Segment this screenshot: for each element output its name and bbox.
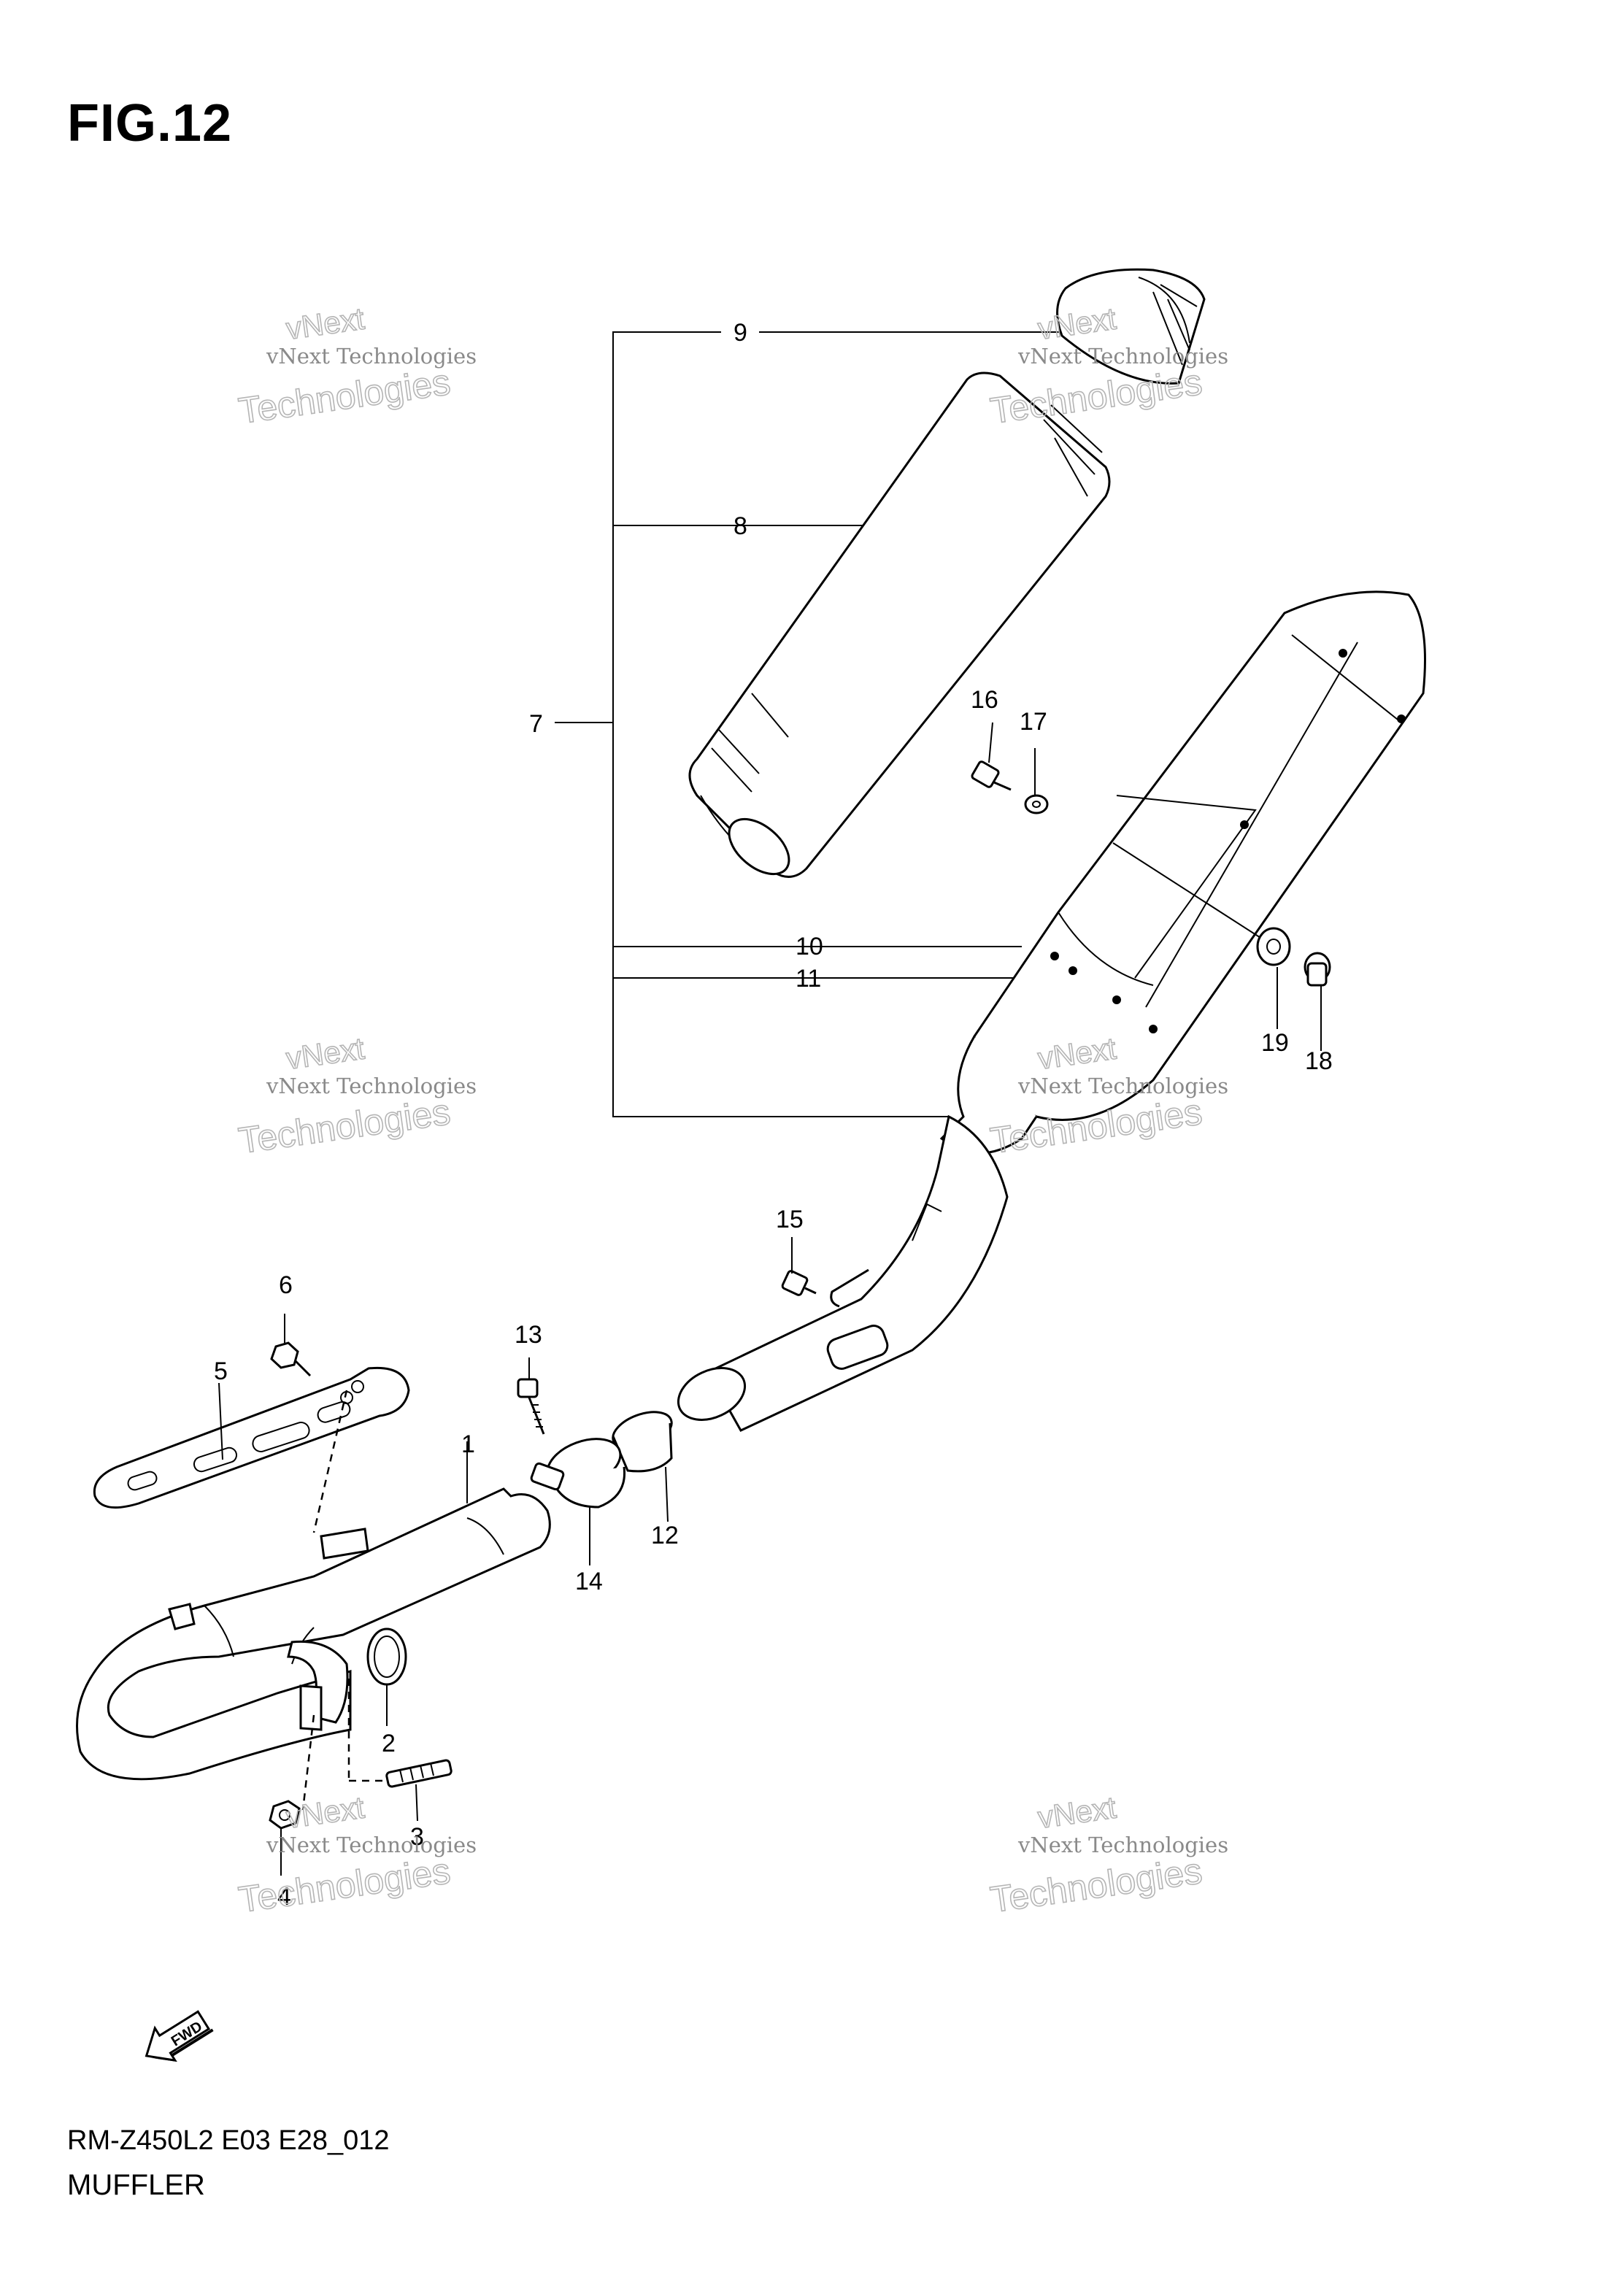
watermark-bottom-left: vNext Technologies vNext Technologies	[236, 1790, 477, 1921]
callout-19: 19	[1261, 1029, 1289, 1057]
callout-12: 12	[651, 1522, 679, 1549]
part-5-heat-shield	[93, 1366, 410, 1509]
leader-lines	[218, 722, 1322, 1876]
part-8-muffler-sleeve	[688, 371, 1111, 878]
part-12-gasket	[612, 1411, 673, 1473]
part-6-bolt	[270, 1341, 312, 1377]
callout-16: 16	[971, 686, 998, 714]
svg-text:vNext: vNext	[284, 301, 366, 347]
callout-1: 1	[461, 1430, 475, 1458]
mid-pipe	[677, 1114, 1009, 1432]
callout-15: 15	[776, 1206, 804, 1233]
callout-18: 18	[1305, 1047, 1333, 1075]
callout-13: 13	[515, 1321, 542, 1349]
callout-8: 8	[734, 512, 747, 540]
part-1-exhaust-pipe	[76, 1487, 551, 1781]
svg-text:vNext Technologies: vNext Technologies	[266, 1074, 477, 1098]
callout-14: 14	[575, 1568, 603, 1595]
part-14-clamp	[530, 1438, 626, 1509]
callout-10: 10	[796, 933, 823, 960]
svg-text:Technologies: Technologies	[236, 1091, 453, 1161]
figure-title: FIG.12	[67, 94, 233, 153]
part-19-grommet	[1256, 927, 1291, 966]
callout-7: 7	[529, 710, 543, 738]
part-15-bolt	[781, 1270, 817, 1296]
svg-text:Technologies: Technologies	[988, 1850, 1205, 1920]
assembly-bracket-7	[555, 331, 1095, 1117]
callout-5: 5	[214, 1357, 228, 1385]
fwd-direction-arrow: FWD	[145, 2010, 214, 2062]
model-code: RM-Z450L2 E03 E28_012	[67, 2125, 390, 2156]
svg-text:vNext Technologies: vNext Technologies	[1017, 1833, 1228, 1857]
svg-text:Technologies: Technologies	[236, 361, 453, 431]
watermark-mid-left: vNext Technologies vNext Technologies	[236, 1030, 477, 1162]
svg-text:vNext: vNext	[1036, 1790, 1118, 1835]
part-17-washer	[1024, 794, 1049, 814]
svg-text:vNext Technologies: vNext Technologies	[1017, 344, 1228, 369]
callout-4: 4	[277, 1883, 291, 1911]
callout-labels: 1 2 3 4 5 6 7 8 9 10 11 12 13 14 15 16 1…	[214, 319, 1333, 1911]
svg-text:vNext: vNext	[284, 1031, 366, 1076]
part-13-bolt	[517, 1378, 545, 1435]
diagram-name: MUFFLER	[67, 2169, 205, 2201]
svg-text:vNext Technologies: vNext Technologies	[266, 344, 477, 369]
callout-6: 6	[279, 1271, 293, 1299]
part-18-collar	[1304, 952, 1331, 987]
watermark-bottom-right: vNext Technologies vNext Technologies	[987, 1790, 1228, 1921]
svg-text:vNext: vNext	[284, 1790, 366, 1835]
callout-3: 3	[410, 1823, 424, 1851]
part-4-nut	[269, 1800, 301, 1830]
callout-9: 9	[734, 319, 747, 347]
callout-2: 2	[382, 1730, 396, 1757]
callout-11: 11	[796, 965, 821, 993]
part-2-gasket	[366, 1627, 407, 1686]
svg-text:Technologies: Technologies	[236, 1850, 453, 1920]
part-3-stud-bolt	[385, 1759, 453, 1788]
muffler-body	[939, 590, 1426, 1155]
svg-text:Technologies: Technologies	[988, 361, 1205, 431]
part-9-end-cap	[1056, 268, 1206, 385]
svg-text:vNext Technologies: vNext Technologies	[266, 1833, 477, 1857]
watermark-top-left: vNext Technologies vNext Technologies	[236, 301, 477, 432]
part-16-bolt	[971, 760, 1012, 791]
svg-text:vNext Technologies: vNext Technologies	[1017, 1074, 1228, 1098]
callout-17: 17	[1020, 708, 1047, 736]
